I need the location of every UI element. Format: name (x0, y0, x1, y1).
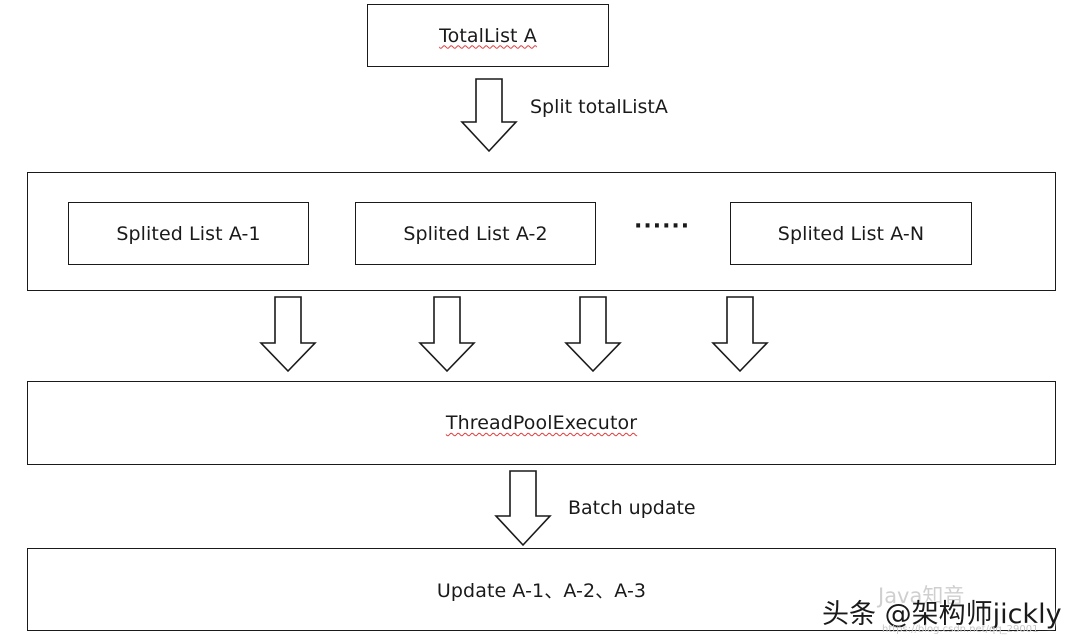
watermark-faded: Java知音 (878, 584, 965, 608)
down-arrow-3 (564, 296, 622, 373)
update-box: Update A-1、A-2、A-3 (27, 548, 1056, 631)
update-box-label: Update A-1、A-2、A-3 (436, 580, 647, 602)
watermark-main: 头条 @架构师jickly (822, 599, 1062, 630)
down-arrow-1 (259, 296, 317, 373)
splited-list-n: Splited List A-N (730, 202, 972, 265)
splited-list-1-label: Splited List A-1 (116, 222, 261, 245)
down-arrow-batch (494, 470, 552, 547)
thread-pool-executor-box: ThreadPoolExecutor (27, 381, 1056, 465)
splited-list-2-label: Splited List A-2 (403, 222, 548, 245)
thread-pool-executor-label: ThreadPoolExecutor (445, 412, 638, 434)
split-label: Split totalListA (530, 96, 668, 118)
total-list-box: TotalList A (367, 4, 609, 67)
splited-list-1: Splited List A-1 (68, 202, 309, 265)
splited-list-2: Splited List A-2 (355, 202, 596, 265)
splited-list-n-label: Splited List A-N (777, 222, 925, 245)
watermark-url: https://blog.csdn.net/qq_29001 (882, 624, 1039, 635)
down-arrow-2 (418, 296, 476, 373)
batch-update-label: Batch update (568, 497, 696, 519)
total-list-label: TotalList A (439, 24, 537, 47)
ellipsis: ······ (634, 214, 691, 239)
down-arrow-split (460, 78, 518, 153)
down-arrow-4 (711, 296, 769, 373)
